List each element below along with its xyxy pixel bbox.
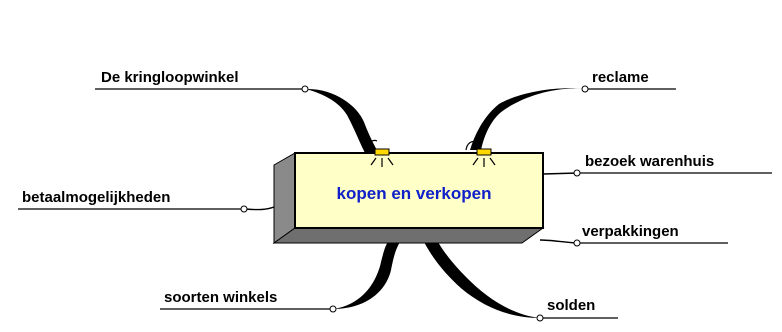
branch-label-betaalmogelijkheden: betaalmogelijkheden <box>22 189 170 206</box>
connector-betaalmogelijkheden <box>244 206 275 211</box>
branch-soorten-winkels[interactable]: soorten winkels <box>160 289 337 313</box>
branch-kringloopwinkel[interactable]: De kringloopwinkel <box>95 69 309 93</box>
central-topic-label: kopen en verkopen <box>337 184 492 203</box>
branch-label-kringloopwinkel: De kringloopwinkel <box>101 69 239 86</box>
branch-label-verpakkingen: verpakkingen <box>582 223 679 240</box>
connector-soorten-winkels <box>333 242 400 309</box>
connector-verpakkingen <box>539 239 578 244</box>
connector-solden <box>424 242 540 318</box>
branch-label-reclame: reclame <box>592 69 649 86</box>
branch-betaalmogelijkheden[interactable]: betaalmogelijkheden <box>18 189 248 213</box>
connector-bezoek-warenhuis <box>542 172 579 175</box>
box-front-face <box>294 152 544 229</box>
central-topic-box[interactable]: kopen en verkopen <box>272 152 545 244</box>
branch-verpakkingen[interactable]: verpakkingen <box>573 223 728 247</box>
connectors <box>306 88 585 318</box>
branch-bezoek-warenhuis[interactable]: bezoek warenhuis <box>573 153 772 177</box>
connector-kringloopwinkel <box>306 88 378 153</box>
lamp-right-icon <box>465 140 496 167</box>
branch-label-solden: solden <box>547 297 595 314</box>
box-side-face <box>273 152 296 244</box>
branch-label-soorten-winkels: soorten winkels <box>164 289 277 306</box>
branch-solden[interactable]: solden <box>536 297 618 322</box>
box-bottom-face <box>272 227 545 244</box>
branch-label-bezoek-warenhuis: bezoek warenhuis <box>585 153 714 170</box>
connector-reclame <box>470 88 585 150</box>
lamp-left-icon <box>365 139 394 167</box>
branch-reclame[interactable]: reclame <box>581 69 676 93</box>
thin-connectors <box>244 172 579 244</box>
